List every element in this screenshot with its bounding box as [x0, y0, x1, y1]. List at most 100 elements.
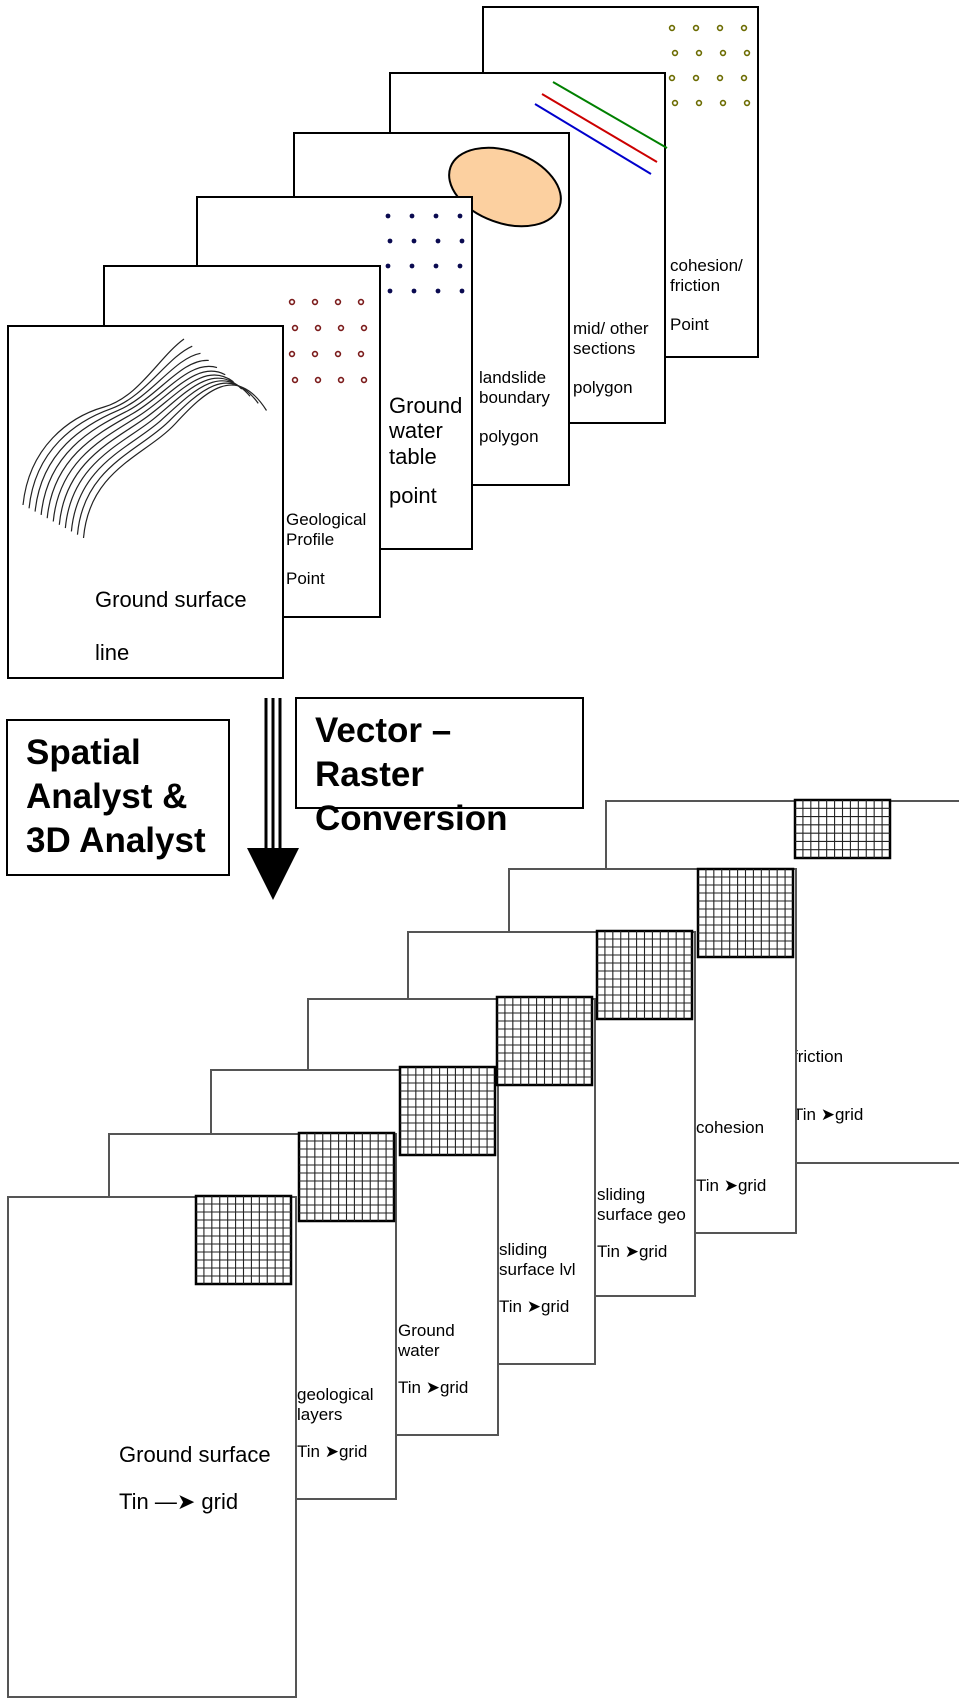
tin-to-grid-arrow-icon: —➤	[148, 1489, 202, 1515]
contour-line	[64, 377, 243, 529]
ground-surface-layer-name: Ground surface	[95, 587, 247, 612]
gw-layer-name-1: Ground	[389, 393, 463, 418]
ssgeo-layer-name-2: surface geo	[597, 1204, 686, 1224]
groundwater-point	[433, 263, 439, 269]
contour-line	[40, 359, 209, 515]
cohesion-point	[740, 74, 748, 82]
sslvl-layer-name-2: surface lvl	[499, 1259, 576, 1279]
groundwater-point	[411, 288, 417, 294]
mid-layer-type: polygon	[573, 378, 633, 398]
cohesion-point-dots	[668, 24, 751, 107]
contour-line	[70, 380, 251, 532]
geological-point	[288, 350, 296, 358]
section-lines	[534, 81, 668, 175]
geological-point	[334, 298, 342, 306]
groundwater-point	[435, 238, 441, 244]
groundwater-point	[409, 263, 415, 269]
friction-tin-grid: Tin ➤grid	[793, 1104, 864, 1124]
ssgeo-layer-name-1: sliding	[597, 1185, 646, 1204]
spatial-analyst-box: Spatial Analyst & 3D Analyst	[6, 719, 230, 876]
groundwater-point	[411, 238, 417, 244]
landslide-polygon	[448, 146, 562, 228]
cohesion-point	[668, 24, 676, 32]
landslide-layer-name-1: landslide	[479, 368, 547, 387]
raster-layer-ground-surface: Ground surface Tin —➤ grid	[7, 1196, 297, 1698]
cohesion-point	[671, 99, 679, 107]
ssgeo-tin-grid: Tin ➤grid	[597, 1242, 668, 1262]
gw-layer-name-2: water	[389, 418, 443, 444]
tin-to-grid-arrow-icon: ➤	[522, 1297, 541, 1317]
section-line-red	[541, 93, 658, 163]
geological-point	[314, 324, 322, 332]
ground-surface-layer-type: line	[95, 640, 130, 666]
geological-point	[288, 298, 296, 306]
rgw-tin-grid: Tin ➤grid	[398, 1378, 469, 1398]
mid-layer-name-1: mid/ other	[573, 319, 649, 338]
cohesion-point	[719, 99, 727, 107]
tin-to-grid-arrow-icon: ➤	[719, 1175, 738, 1195]
geological-point	[291, 324, 299, 332]
mid-layer-name-2: sections	[573, 338, 636, 358]
geo-layer-name-1: Geological	[286, 510, 367, 529]
groundwater-point	[387, 238, 393, 244]
cohesion-layer-name: cohesion	[696, 1118, 765, 1137]
cohesion-layer-name-2: friction	[670, 275, 721, 295]
gw-layer-type: point	[389, 482, 437, 508]
tin-to-grid-arrow-icon: ➤	[620, 1242, 639, 1262]
cohesion-point	[740, 24, 748, 32]
groundwater-point-dots	[385, 213, 465, 294]
gw-layer-name-3: table	[389, 443, 437, 469]
geological-point	[311, 350, 319, 358]
contour-line	[82, 384, 268, 539]
conversion-line-2: Conversion	[315, 799, 508, 838]
rgw-layer-name-2: water	[398, 1340, 440, 1360]
cohesion-layer-type: Point	[670, 315, 709, 335]
groundwater-point	[457, 263, 463, 269]
sslvl-layer-name-1: sliding	[499, 1240, 548, 1259]
geo-layer-name-2: Profile	[286, 529, 335, 549]
cohesion-point	[695, 49, 703, 57]
spatial-analyst-line-1: Spatial	[26, 733, 141, 772]
cohesion-point	[671, 49, 679, 57]
landslide-layer-name-2: boundary	[479, 387, 550, 407]
geological-point-dots	[288, 298, 368, 384]
geological-point	[360, 376, 368, 384]
cohesion-point	[695, 99, 703, 107]
section-line-green	[552, 81, 668, 149]
rgw-layer-name-1: Ground	[398, 1321, 455, 1340]
groundwater-point	[385, 263, 391, 269]
contour-line	[28, 345, 193, 509]
tin-to-grid-arrow-icon: ➤	[816, 1104, 835, 1124]
spatial-analyst-line-2: Analyst &	[26, 777, 188, 816]
rgs-layer-name: Ground surface	[119, 1442, 271, 1467]
ground-surface-contours	[22, 338, 268, 539]
cohesion-point	[743, 49, 751, 57]
spatial-analyst-line-3: 3D Analyst	[26, 821, 206, 860]
vector-layer-ground-surface: Ground surface line	[7, 325, 284, 679]
geological-point	[337, 324, 345, 332]
contour-line	[34, 352, 201, 512]
groundwater-point	[457, 213, 463, 219]
groundwater-point	[409, 213, 415, 219]
geo-layer-type: Point	[286, 569, 325, 589]
landslide-polygon-shape	[448, 146, 562, 228]
groundwater-point	[459, 288, 465, 294]
contour-line	[46, 365, 218, 519]
groundwater-point	[459, 238, 465, 244]
tin-to-grid-arrow-icon: ➤	[320, 1442, 339, 1462]
groundwater-point	[385, 213, 391, 219]
cohesion-tin-grid: Tin ➤grid	[696, 1175, 767, 1195]
cohesion-point	[668, 74, 676, 82]
contour-line	[22, 338, 185, 506]
contour-line	[76, 382, 259, 535]
geological-point	[337, 376, 345, 384]
geological-point	[291, 376, 299, 384]
rgeo-layer-name-2: layers	[297, 1404, 343, 1424]
landslide-layer-type: polygon	[479, 427, 539, 447]
cohesion-point	[743, 99, 751, 107]
cohesion-point	[716, 74, 724, 82]
geological-point	[314, 376, 322, 384]
geological-point	[311, 298, 319, 306]
section-line-blue	[534, 103, 652, 175]
cohesion-point	[692, 24, 700, 32]
